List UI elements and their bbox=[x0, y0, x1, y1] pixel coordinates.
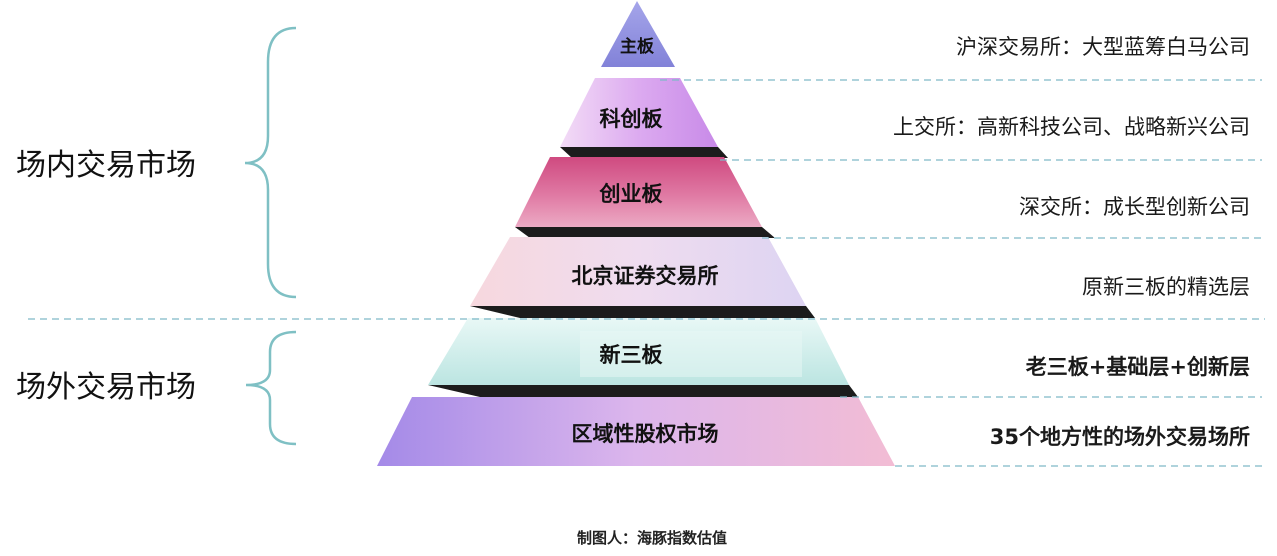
level-shadow bbox=[560, 147, 728, 158]
level-description: 35个地方性的场外交易场所 bbox=[990, 425, 1250, 449]
level-shadow bbox=[515, 227, 775, 238]
group-label-on-exchange: 场内交易市场 bbox=[16, 148, 196, 183]
level-label-bse: 北京证券交易所 bbox=[572, 264, 719, 288]
credit-text: 制图人：海豚指数估值 bbox=[577, 529, 727, 547]
level-highlight bbox=[580, 331, 802, 377]
level-description: 原新三板的精选层 bbox=[1082, 275, 1250, 299]
level-main-board bbox=[601, 1, 675, 67]
level-label-main-board: 主板 bbox=[620, 36, 655, 57]
level-shadow bbox=[470, 306, 815, 318]
level-description: 上交所：高新科技公司、战略新兴公司 bbox=[893, 115, 1250, 139]
level-label-regional: 区域性股权市场 bbox=[572, 422, 719, 446]
level-description: 沪深交易所：大型蓝筹白马公司 bbox=[956, 35, 1250, 59]
off-exchange-brace bbox=[245, 330, 297, 446]
level-label-chinext: 创业板 bbox=[599, 182, 664, 206]
level-regional bbox=[377, 397, 895, 466]
level-description: 深交所：成长型创新公司 bbox=[1019, 195, 1250, 219]
level-shadow bbox=[428, 385, 858, 397]
level-description: 老三板+基础层+创新层 bbox=[1026, 355, 1250, 379]
on-exchange-brace bbox=[244, 26, 297, 299]
level-label-neeq: 新三板 bbox=[600, 343, 664, 367]
level-chinext bbox=[515, 157, 762, 227]
level-bse bbox=[470, 237, 806, 306]
level-label-star-market: 科创板 bbox=[600, 107, 664, 131]
group-label-off-exchange: 场外交易市场 bbox=[16, 370, 196, 405]
level-star-market bbox=[560, 78, 718, 147]
